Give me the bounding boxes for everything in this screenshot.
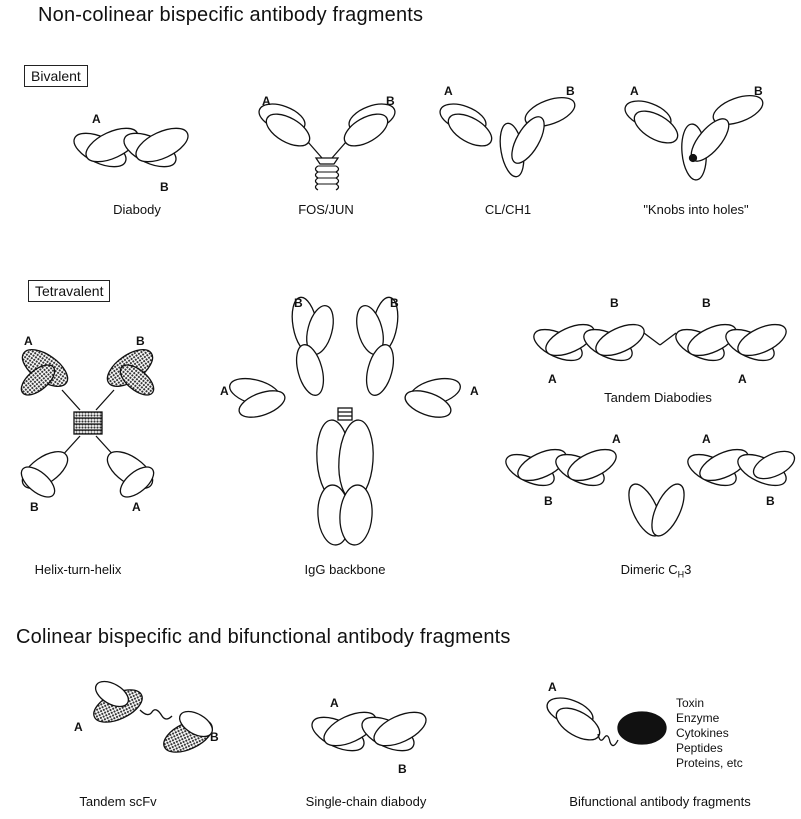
caption-helix: Helix-turn-helix [35,562,122,577]
tandem-diabodies-letter-b2: B [702,296,711,310]
tandem-scfv-letter-a: A [74,720,83,734]
diabody-letter-a: A [92,112,101,126]
caption-clch1: CL/CH1 [485,202,531,217]
cargo-item: Enzyme [676,711,743,726]
clch1-letter-a: A [444,84,453,98]
caption-bifunctional: Bifunctional antibody fragments [569,794,750,809]
caption-knobs: "Knobs into holes" [643,202,748,217]
dimeric-ch3-shape [501,443,798,540]
igg-letter-b2: B [390,296,399,310]
cargo-item: Proteins, etc [676,756,743,771]
fosjun-letter-a: A [262,94,271,108]
single-chain-letter-a: A [330,696,339,710]
diabody-letter-b: B [160,180,169,194]
diabody-shape [69,121,193,173]
cargo-item: Peptides [676,741,743,756]
caption-dimeric-tail: 3 [684,562,691,577]
fosjun-letter-b: B [386,94,395,108]
tandem-diabodies-letter-a2: A [738,372,747,386]
igg-letter-a2: A [470,384,479,398]
igg-letter-a1: A [220,384,229,398]
bifunctional-shape [543,693,666,747]
bifunctional-letter-a: A [548,680,557,694]
tandem-diabodies-letter-b1: B [610,296,619,310]
caption-tandem-scfv: Tandem scFv [79,794,156,809]
knobs-letter-b: B [754,84,763,98]
caption-single-chain: Single-chain diabody [306,794,427,809]
tandem-diabodies-shape [529,318,790,367]
knobs-letter-a: A [630,84,639,98]
caption-igg: IgG backbone [305,562,386,577]
helix-letter-b: B [136,334,145,348]
fosjun-shape [255,99,398,190]
single-chain-diabody-shape [307,705,431,757]
caption-dimeric: Dimeric CH3 [621,562,692,580]
clch1-letter-b: B [566,84,575,98]
tandem-scfv-shape [89,676,217,758]
single-chain-letter-b: B [398,762,407,776]
dimeric-letter-b2: B [766,494,775,508]
tandem-diabodies-letter-a1: A [548,372,557,386]
caption-tandem-diabodies: Tandem Diabodies [604,390,712,405]
igg-shape [227,295,463,546]
helix-letter-b2: B [30,500,39,514]
knobs-shape [621,90,766,181]
helix-letter-a2: A [132,500,141,514]
helix-letter-a: A [24,334,33,348]
dimeric-letter-a1: A [612,432,621,446]
dimeric-letter-b1: B [544,494,553,508]
dimeric-letter-a2: A [702,432,711,446]
cargo-item: Cytokines [676,726,743,741]
helix-shape [16,342,159,502]
tandem-scfv-letter-b: B [210,730,219,744]
caption-diabody: Diabody [113,202,161,217]
caption-fosjun: FOS/JUN [298,202,354,217]
cargo-list: Toxin Enzyme Cytokines Peptides Proteins… [676,696,743,771]
clch1-shape [436,92,578,179]
caption-dimeric-main: Dimeric C [621,562,678,577]
cargo-item: Toxin [676,696,743,711]
igg-letter-b1: B [294,296,303,310]
